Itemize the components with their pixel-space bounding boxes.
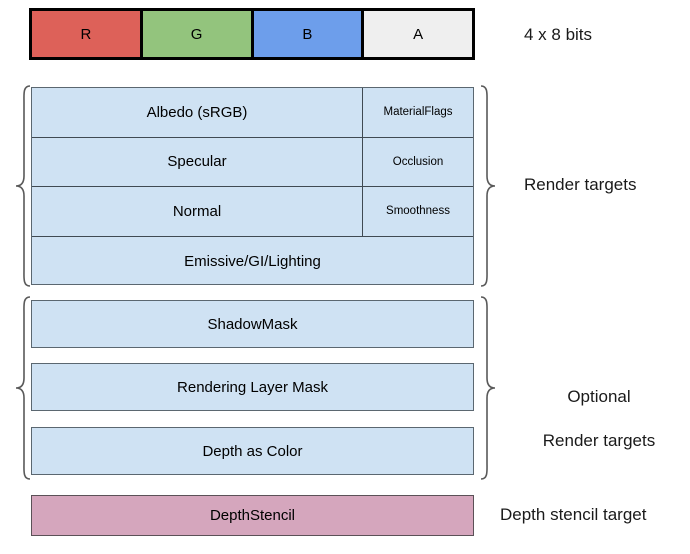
table-row: Specular Occlusion xyxy=(32,137,473,187)
render-target-normal-label: Normal xyxy=(172,202,222,220)
table-row: Emissive/GI/Lighting xyxy=(32,237,473,287)
optional-render-target-rendering-layer-mask-label: Rendering Layer Mask xyxy=(177,378,328,396)
channel-bar: R G B A xyxy=(29,8,475,60)
optional-render-target-shadowmask: ShadowMask xyxy=(31,300,474,348)
render-target-material-flags-label: MaterialFlags xyxy=(383,106,453,119)
depth-stencil-box-label: DepthStencil xyxy=(209,507,296,524)
render-target-material-flags: MaterialFlags xyxy=(363,88,473,137)
optional-render-targets-side-label: Optional Render targets xyxy=(524,364,674,474)
channel-bar-side-label: 4 x 8 bits xyxy=(524,25,593,44)
channel-cell-b-label: B xyxy=(302,25,313,43)
channel-cell-r-label: R xyxy=(80,25,92,43)
render-targets-table: Albedo (sRGB) MaterialFlags Specular Occ… xyxy=(31,87,474,285)
left-brace-render-targets xyxy=(15,85,31,287)
channel-cell-a: A xyxy=(364,11,472,57)
channel-cell-g-label: G xyxy=(190,25,203,43)
render-target-emissive-label: Emissive/GI/Lighting xyxy=(184,252,321,270)
render-target-albedo-label: Albedo (sRGB) xyxy=(146,103,248,121)
render-targets-side-label: Render targets xyxy=(524,175,637,194)
render-target-smoothness: Smoothness xyxy=(363,187,473,236)
render-target-albedo: Albedo (sRGB) xyxy=(32,88,363,137)
render-target-specular-label: Specular xyxy=(167,153,227,171)
render-target-smoothness-label: Smoothness xyxy=(386,205,450,218)
depth-stencil-side-label: Depth stencil target xyxy=(500,505,647,524)
optional-render-target-rendering-layer-mask: Rendering Layer Mask xyxy=(31,363,474,411)
render-target-occlusion-label: Occlusion xyxy=(392,155,444,168)
render-target-emissive: Emissive/GI/Lighting xyxy=(32,237,473,287)
render-target-specular: Specular xyxy=(32,137,363,186)
optional-render-target-depth-as-color-label: Depth as Color xyxy=(202,442,303,460)
table-row: Albedo (sRGB) MaterialFlags xyxy=(32,88,473,138)
render-target-occlusion: Occlusion xyxy=(363,138,473,187)
optional-render-target-depth-as-color: Depth as Color xyxy=(31,427,474,475)
optional-render-targets-side-label-line2: Render targets xyxy=(542,431,656,450)
right-brace-render-targets xyxy=(480,85,496,287)
channel-cell-b: B xyxy=(253,11,365,57)
depth-stencil-box: DepthStencil xyxy=(31,495,474,536)
table-row: Normal Smoothness xyxy=(32,187,473,237)
optional-render-target-shadowmask-label: ShadowMask xyxy=(207,315,298,333)
left-brace-optional-render-targets xyxy=(15,296,31,480)
channel-cell-a-label: A xyxy=(413,25,424,43)
render-target-normal: Normal xyxy=(32,187,363,236)
right-brace-optional-render-targets xyxy=(480,296,496,480)
channel-cell-g: G xyxy=(142,11,254,57)
channel-cell-r: R xyxy=(32,11,143,57)
optional-render-targets-side-label-line1: Optional xyxy=(567,387,631,406)
